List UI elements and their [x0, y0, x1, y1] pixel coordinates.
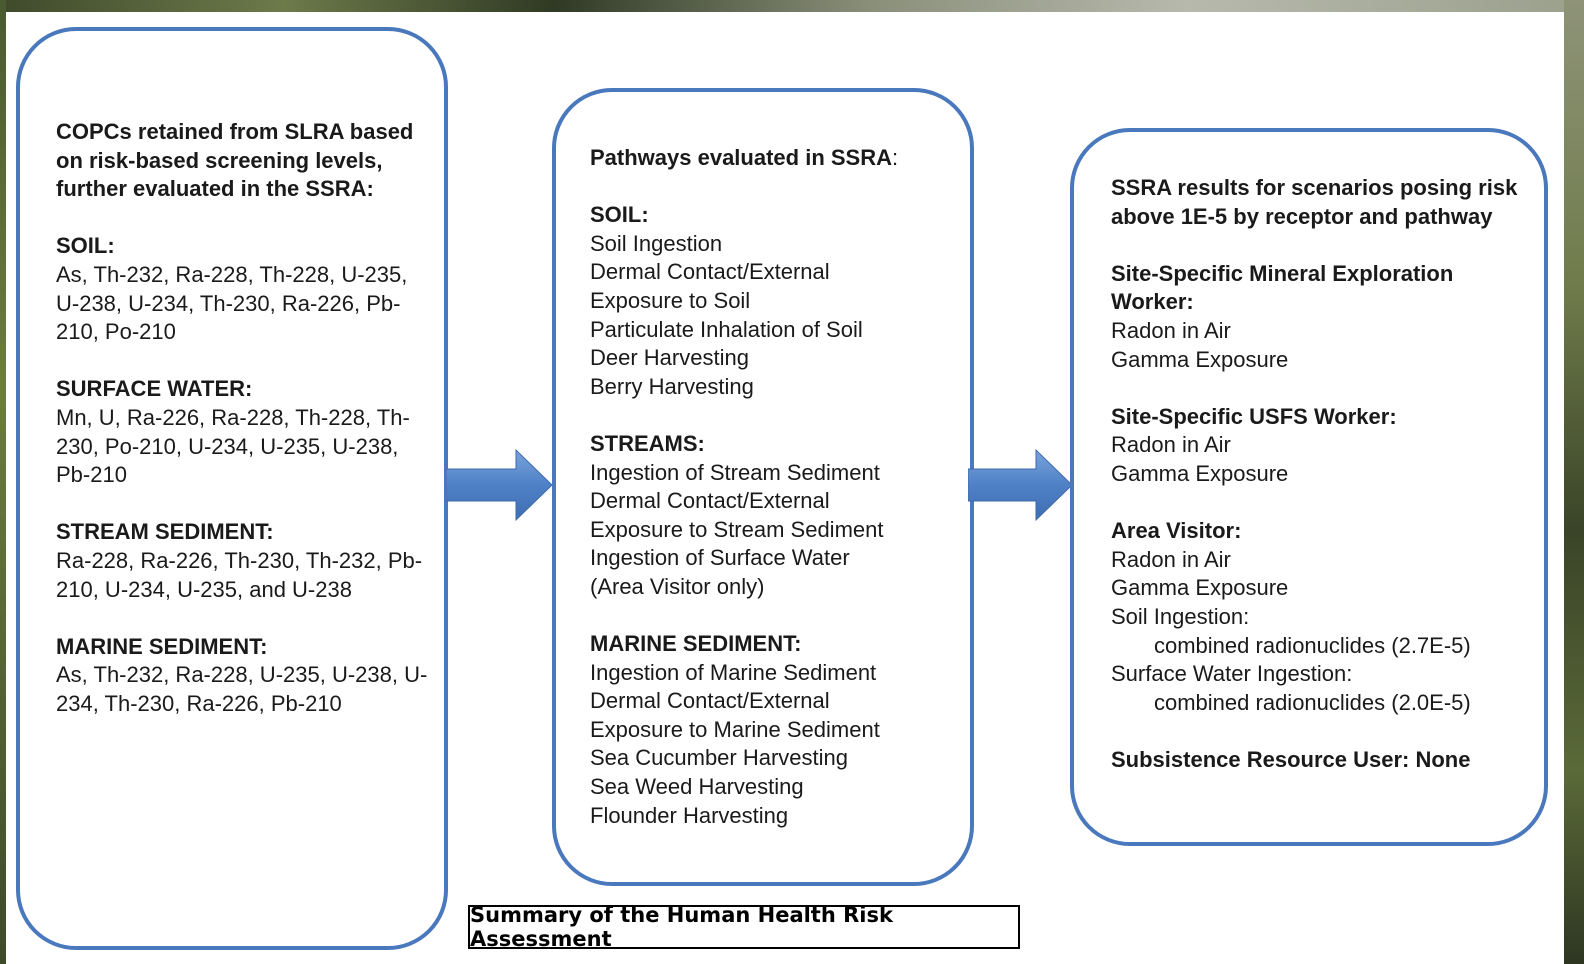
section-text: Mn, U, Ra-226, Ra-228, Th-228, Th-230, P… — [56, 404, 410, 488]
results-section-subsistence-user: Subsistence Resource User: None — [1111, 746, 1531, 775]
list-item: Soil Ingestion — [590, 230, 723, 256]
list-item: Gamma Exposure — [1111, 460, 1289, 486]
section-title: Subsistence Resource User: None — [1111, 746, 1471, 772]
list-item: Exposure to Stream Sediment — [590, 516, 884, 542]
section-title: SOIL: — [590, 202, 649, 228]
section-title: MARINE SEDIMENT: — [56, 633, 268, 659]
section-title: MARINE SEDIMENT: — [590, 631, 802, 657]
results-panel-content: SSRA results for scenarios posing risk a… — [1111, 174, 1531, 774]
pathways-heading-colon: : — [892, 145, 899, 170]
list-item: Particulate Inhalation of Soil — [590, 316, 863, 342]
section-text: As, Th-232, Ra-228, Th-228, U-235, U-238… — [56, 261, 408, 345]
section-title: Area Visitor: — [1111, 518, 1242, 544]
list-item: Dermal Contact/External — [590, 688, 830, 714]
copcs-section-surface-water: SURFACE WATER: Mn, U, Ra-226, Ra-228, Th… — [56, 375, 436, 489]
pathways-section-streams: STREAMS: Ingestion of Stream Sediment De… — [590, 430, 960, 602]
list-item: Ingestion of Marine Sediment — [590, 659, 877, 685]
list-item: Gamma Exposure — [1111, 346, 1289, 372]
list-item: Radon in Air — [1111, 317, 1231, 343]
list-item: Exposure to Marine Sediment — [590, 716, 880, 742]
results-section-usfs-worker: Site-Specific USFS Worker: Radon in Air … — [1111, 403, 1531, 489]
section-title: SURFACE WATER: — [56, 376, 253, 402]
results-panel — [1070, 128, 1548, 846]
section-title: Site-Specific USFS Worker: — [1111, 403, 1397, 429]
list-item: Ingestion of Stream Sediment — [590, 459, 880, 485]
list-item: Berry Harvesting — [590, 373, 754, 399]
results-section-mineral-exploration-worker: Site-Specific Mineral Exploration Worker… — [1111, 260, 1531, 374]
background-photo-strip — [0, 0, 1584, 12]
section-text: Ra-228, Ra-226, Th-230, Th-232, Pb-210, … — [56, 547, 423, 602]
list-item-detail: combined radionuclides (2.0E-5) — [1154, 689, 1471, 715]
list-item: Deer Harvesting — [590, 345, 749, 371]
list-item: Dermal Contact/External — [590, 488, 830, 514]
list-item: Radon in Air — [1111, 546, 1231, 572]
section-title: SOIL: — [56, 233, 115, 259]
results-section-area-visitor: Area Visitor: Radon in Air Gamma Exposur… — [1111, 517, 1531, 717]
copcs-section-soil: SOIL: As, Th-232, Ra-228, Th-228, U-235,… — [56, 232, 436, 346]
list-item: Sea Weed Harvesting — [590, 774, 804, 800]
copcs-panel — [16, 27, 448, 950]
pathways-heading-text: Pathways evaluated in SSRA — [590, 145, 892, 170]
pathways-panel-content: Pathways evaluated in SSRA: SOIL: Soil I… — [590, 144, 960, 830]
list-item: Radon in Air — [1111, 432, 1231, 458]
list-item: Soil Ingestion: — [1111, 603, 1250, 629]
background-photo-edge-right — [1564, 0, 1584, 964]
pathways-panel — [552, 88, 974, 886]
copcs-panel-content: COPCs retained from SLRA based on risk-b… — [56, 118, 436, 718]
section-title: STREAMS: — [590, 430, 705, 456]
list-item: Flounder Harvesting — [590, 802, 789, 828]
copcs-heading: COPCs retained from SLRA based on risk-b… — [56, 119, 414, 202]
section-title: Site-Specific Mineral Exploration Worker… — [1111, 260, 1454, 315]
section-text: As, Th-232, Ra-228, U-235, U-238, U-234,… — [56, 662, 428, 716]
list-item: Sea Cucumber Harvesting — [590, 745, 849, 771]
list-item: Gamma Exposure — [1111, 575, 1289, 601]
pathways-heading: Pathways evaluated in SSRA: — [590, 144, 960, 173]
pathways-section-soil: SOIL: Soil Ingestion Dermal Contact/Exte… — [590, 201, 960, 401]
list-item: Exposure to Soil — [590, 287, 751, 313]
copcs-section-marine-sediment: MARINE SEDIMENT: As, Th-232, Ra-228, U-2… — [56, 633, 436, 719]
section-title: STREAM SEDIMENT: — [56, 519, 274, 545]
pathways-section-marine-sediment: MARINE SEDIMENT: Ingestion of Marine Sed… — [590, 630, 960, 830]
list-item-detail: combined radionuclides (2.7E-5) — [1154, 632, 1471, 658]
list-item: Dermal Contact/External — [590, 259, 830, 285]
right-arrow-icon — [446, 448, 553, 522]
copcs-section-stream-sediment: STREAM SEDIMENT: Ra-228, Ra-226, Th-230,… — [56, 518, 436, 604]
figure-caption: Summary of the Human Health Risk Assessm… — [468, 903, 1020, 951]
list-item: Ingestion of Surface Water — [590, 545, 850, 571]
list-item: (Area Visitor only) — [590, 573, 765, 599]
right-arrow-icon — [968, 448, 1073, 522]
results-heading: SSRA results for scenarios posing risk a… — [1111, 175, 1518, 229]
background-photo-edge-left — [0, 0, 6, 964]
list-item: Surface Water Ingestion: — [1111, 661, 1353, 687]
